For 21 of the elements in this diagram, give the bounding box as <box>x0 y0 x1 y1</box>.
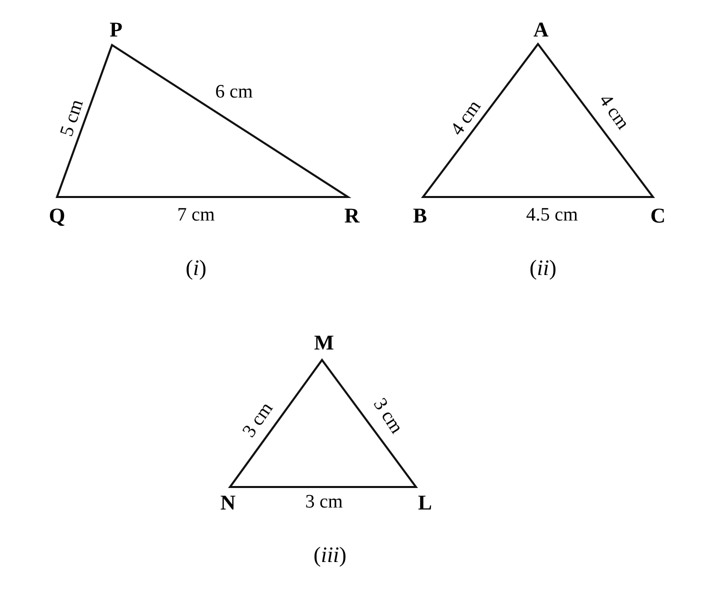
side-length: 7 cm <box>177 206 215 224</box>
vertex-label: N <box>220 492 236 514</box>
vertex-label: M <box>314 332 334 354</box>
side-length: 3 cm <box>370 395 406 437</box>
vertex-label: L <box>418 492 432 514</box>
vertex-label: R <box>344 206 360 226</box>
vertex-label: B <box>413 206 427 226</box>
side-length: 3 cm <box>239 399 277 441</box>
side-length: 5 cm <box>57 97 87 139</box>
vertex-label: A <box>533 20 549 40</box>
vertex-label: Q <box>48 206 66 226</box>
side-length: 3 cm <box>305 492 343 512</box>
figure-caption: (ii) <box>530 257 556 279</box>
figure-caption: (iii) <box>314 544 346 566</box>
side-length: 4 cm <box>595 91 633 133</box>
figure-caption: (i) <box>186 257 206 279</box>
side-length: 4 cm <box>447 97 485 139</box>
vertex-label: C <box>650 206 666 226</box>
side-length: 6 cm <box>215 82 253 102</box>
vertex-label: P <box>110 20 122 40</box>
side-length: 4.5 cm <box>526 206 578 224</box>
